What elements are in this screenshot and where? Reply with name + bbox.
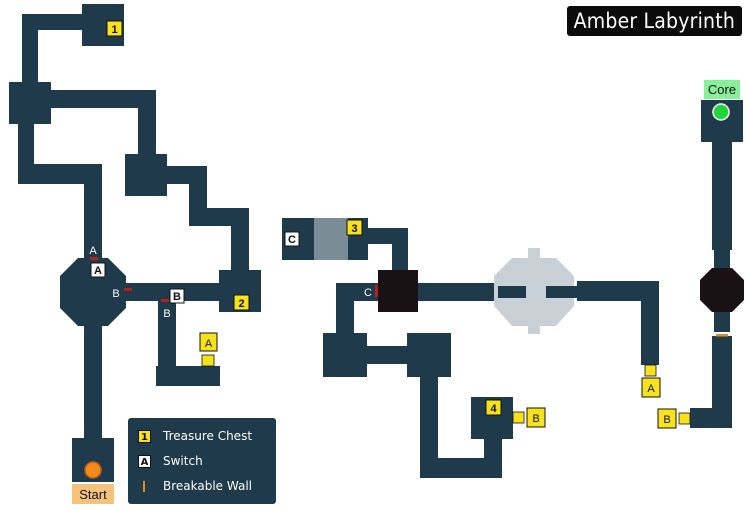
- corridor: [84, 326, 102, 438]
- chest-number: 3: [351, 223, 357, 235]
- corridor: [484, 436, 502, 478]
- chest-icon: 1: [138, 429, 151, 443]
- corridor: [336, 283, 354, 335]
- legend-row-chest: 1 Treasure Chest: [138, 426, 252, 446]
- legend-row-switch: A Switch: [138, 451, 203, 471]
- corridor: [138, 90, 156, 158]
- corridor: [714, 250, 730, 268]
- chest-1[interactable]: 1: [106, 20, 123, 37]
- switch-letter: B: [663, 414, 670, 426]
- corridor: [51, 90, 156, 108]
- switch-letter: A: [647, 383, 655, 395]
- corridor: [420, 377, 438, 477]
- switch-letter: C: [288, 234, 296, 246]
- legend-chest-label: Treasure Chest: [163, 429, 253, 443]
- corridor: [231, 208, 249, 272]
- gate-label-c: C: [364, 287, 372, 299]
- switch-letter: A: [94, 265, 102, 277]
- core-marker: [712, 103, 730, 121]
- corridor: [392, 228, 408, 272]
- legend-wall-label: Breakable Wall: [163, 479, 252, 493]
- start-label-bg: [72, 484, 114, 504]
- switch-letter: B: [532, 413, 539, 425]
- room: [314, 218, 348, 260]
- room: [323, 333, 367, 377]
- dark-room: [378, 270, 418, 312]
- chest-3[interactable]: 3: [346, 219, 363, 236]
- switch-a[interactable]: A: [90, 262, 106, 278]
- start-marker: [84, 461, 102, 479]
- corridor: [18, 164, 102, 184]
- chest-4[interactable]: 4: [485, 399, 502, 416]
- core-label: Core: [708, 82, 736, 97]
- corridor: [22, 14, 38, 84]
- switch-icon: A: [138, 454, 151, 468]
- sealed-door: [375, 285, 378, 297]
- dark-octagon: [700, 268, 744, 312]
- sealed-door: [90, 257, 98, 260]
- remote-switch-a-west[interactable]: A: [199, 332, 218, 367]
- core-label-bg: [704, 80, 740, 99]
- remote-switch-b-east[interactable]: B: [657, 408, 691, 429]
- corridor: [84, 164, 102, 260]
- switch-letter: B: [173, 291, 181, 303]
- legend-switch-label: Switch: [163, 454, 203, 468]
- switch-letter: A: [205, 338, 213, 350]
- switch-c[interactable]: C: [284, 231, 300, 247]
- gate-label-b: B: [163, 308, 170, 320]
- sealed-door: [124, 288, 132, 291]
- corridor: [690, 408, 732, 428]
- corridor: [498, 286, 526, 298]
- chest-number: 1: [111, 24, 117, 36]
- chest-number: 2: [238, 298, 244, 310]
- sealed-door: [161, 299, 169, 302]
- gate-label-b: B: [112, 288, 119, 300]
- corridor: [418, 283, 494, 301]
- corridor: [712, 142, 732, 250]
- start-label: Start: [79, 487, 107, 502]
- corridor: [158, 301, 176, 385]
- light-chamber: [494, 248, 574, 334]
- breakable-wall: [716, 334, 728, 337]
- corridor: [577, 281, 659, 301]
- room: [125, 154, 167, 196]
- legend-row-wall: Breakable Wall: [138, 476, 252, 496]
- chest-number: 4: [490, 403, 497, 415]
- corridor: [712, 336, 732, 428]
- remote-switch-b-mid[interactable]: B: [512, 407, 546, 428]
- octagon-chamber: [60, 258, 126, 326]
- legend: 1 Treasure Chest A Switch Breakable Wall: [128, 418, 276, 504]
- room: [407, 333, 451, 377]
- breakable-wall-icon: [138, 480, 151, 493]
- room: [9, 82, 51, 124]
- remote-switch-a-east[interactable]: A: [641, 364, 661, 398]
- corridor: [641, 281, 659, 365]
- switch-b[interactable]: B: [169, 288, 185, 304]
- gate-label-a: A: [89, 245, 97, 257]
- corridor: [714, 312, 730, 332]
- corridor: [367, 346, 409, 364]
- corridor: [420, 458, 502, 478]
- map-title: Amber Labyrinth: [566, 6, 742, 36]
- corridor: [156, 366, 220, 386]
- corridor: [546, 286, 574, 298]
- chest-2[interactable]: 2: [233, 294, 250, 311]
